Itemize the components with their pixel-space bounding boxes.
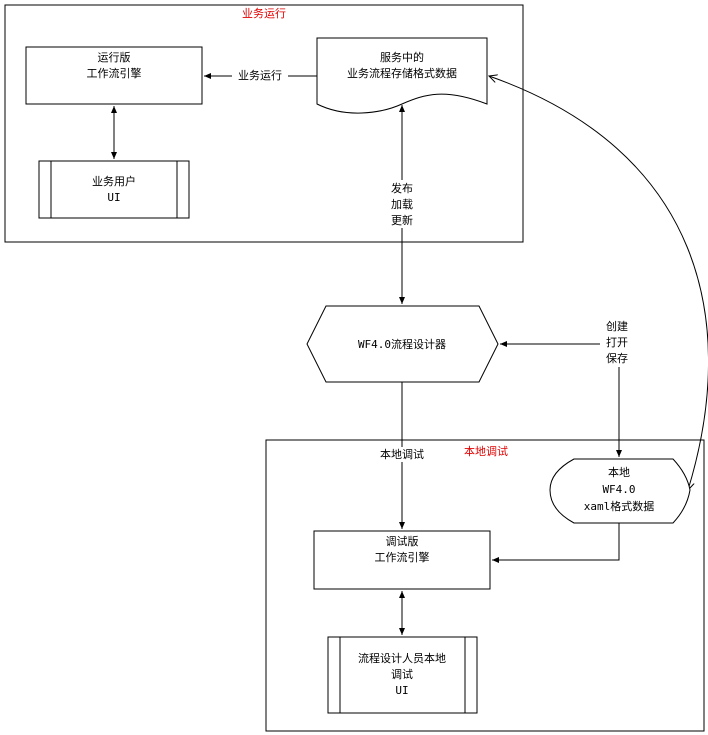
- edge-sync-curve: [489, 76, 708, 490]
- node-local-data: [549, 458, 691, 524]
- node-service-data-line1: 服务中的: [380, 50, 424, 64]
- node-designer-ui-line1: 流程设计人员本地: [358, 651, 446, 665]
- node-local-data-line2: WF4.0: [602, 483, 635, 496]
- node-designer-ui-line3: UI: [395, 684, 408, 697]
- node-service-data-line2: 业务流程存储格式数据: [347, 66, 457, 80]
- node-local-data-line3: xaml格式数据: [584, 499, 655, 513]
- node-business-ui-line1: 业务用户: [92, 174, 136, 188]
- node-designer-ui-line2: 调试: [391, 668, 413, 681]
- group-local-title: 本地调试: [464, 444, 508, 458]
- edge-publish-label-1: 发布: [391, 181, 413, 195]
- group-business-title: 业务运行: [242, 7, 286, 20]
- edge-file-ops-label-3: 保存: [606, 351, 628, 365]
- node-business-ui: [38, 160, 190, 219]
- node-runtime-engine-line1: 运行版: [98, 50, 131, 64]
- node-debug-engine-line1: 调试版: [386, 534, 419, 548]
- edge-business-run-label: 业务运行: [238, 69, 282, 82]
- node-local-data-line1: 本地: [608, 465, 630, 479]
- node-debug-engine-line2: 工作流引擎: [375, 550, 430, 564]
- edge-local-data-engine: [492, 523, 620, 563]
- node-runtime-engine-line2: 工作流引擎: [87, 66, 142, 80]
- node-designer-label: WF4.0流程设计器: [358, 337, 446, 351]
- node-designer-ui: [327, 636, 478, 714]
- node-business-ui-line2: UI: [107, 191, 120, 204]
- edge-file-ops-label-2: 打开: [606, 335, 628, 349]
- edge-publish-label-2: 加载: [391, 198, 413, 211]
- edge-file-ops-label-1: 创建: [606, 319, 628, 333]
- node-service-data: [316, 37, 488, 114]
- node-debug-engine: [313, 530, 491, 590]
- edge-publish-label-3: 更新: [391, 213, 413, 227]
- node-runtime-engine: [25, 46, 203, 105]
- node-designer: [306, 305, 499, 383]
- edge-local-debug-label: 本地调试: [380, 447, 424, 461]
